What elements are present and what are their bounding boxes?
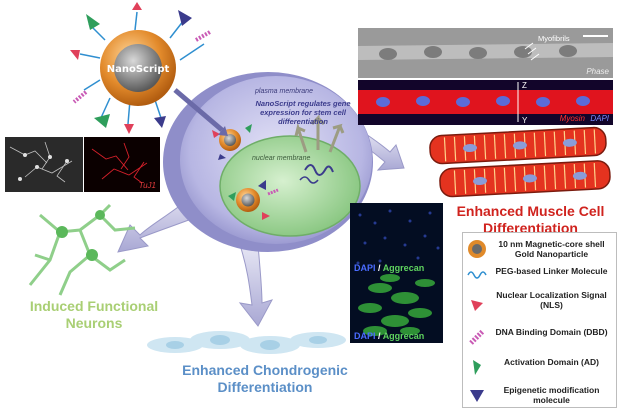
- arrow-to-chondro: [238, 244, 274, 327]
- dapi-label-myosin: DAPI: [590, 114, 609, 123]
- ad-icon: [473, 360, 481, 375]
- nucleus: [219, 135, 361, 237]
- legend-item-peg-linker: PEG-based Linker Molecule: [463, 265, 616, 287]
- nanoparticle-in-nucleus: [228, 180, 279, 220]
- chondrocyte-illustration: [147, 331, 346, 354]
- dapi-aggrecan-top-label: DAPI / Aggrecan: [354, 263, 425, 273]
- dapi-aggrecan-bottom-label: DAPI / Aggrecan: [354, 331, 425, 341]
- phase-label: Phase: [586, 67, 609, 76]
- chondro-outcome-title: Enhanced Chondrogenic Differentiation: [182, 362, 348, 395]
- gold-nanoparticle-icon: [468, 240, 486, 258]
- nanoscript-particle: NanoScript: [70, 2, 211, 134]
- legend-item-nls: Nuclear Localization Signal (NLS): [463, 289, 616, 321]
- entry-arrow: [173, 88, 224, 132]
- muscle-myosin-image: Z Y Myosin DAPI: [358, 80, 613, 125]
- nanoscript-label: NanoScript: [107, 64, 170, 75]
- neuron-illustration: [28, 203, 136, 296]
- y-label: Y: [522, 116, 528, 125]
- nls-icon: [471, 300, 483, 311]
- neuron-phase-image: [5, 137, 83, 192]
- epigenetic-icon: [470, 390, 484, 402]
- myosin-label: Myosin: [559, 114, 585, 123]
- peg-linker-icon: [467, 271, 487, 279]
- stem-cell: [163, 72, 373, 252]
- dbd-icon: [469, 329, 485, 345]
- legend-item-ad: Activation Domain (AD): [463, 355, 616, 379]
- neuron-tuj1-image: TuJ1: [84, 137, 160, 192]
- nuclear-membrane-label: nuclear membrane: [252, 155, 311, 162]
- aggrecan-image: DAPI / Aggrecan DAPI / Aggrecan: [350, 203, 443, 343]
- myofibrils-label: Myofibrils: [538, 34, 570, 43]
- muscle-phase-image: Myofibrils Phase: [358, 28, 613, 78]
- muscle-fiber-illustration: [429, 126, 611, 198]
- z-label: Z: [522, 81, 527, 90]
- legend-item-gold-nanoparticle: 10 nm Magnetic-core shell Gold Nanoparti…: [463, 237, 616, 261]
- regulation-text: NanoScript regulates gene expression for…: [255, 99, 351, 126]
- legend-box: 10 nm Magnetic-core shell Gold Nanoparti…: [462, 232, 617, 408]
- tuj1-label: TuJ1: [138, 181, 156, 190]
- legend-item-dbd: DNA Binding Domain (DBD): [463, 325, 616, 349]
- legend-item-epigenetic: Epigenetic modification molecule: [463, 383, 616, 407]
- plasma-membrane-label: plasma membrane: [255, 88, 313, 95]
- neuron-outcome-title: Induced Functional Neurons: [29, 298, 159, 331]
